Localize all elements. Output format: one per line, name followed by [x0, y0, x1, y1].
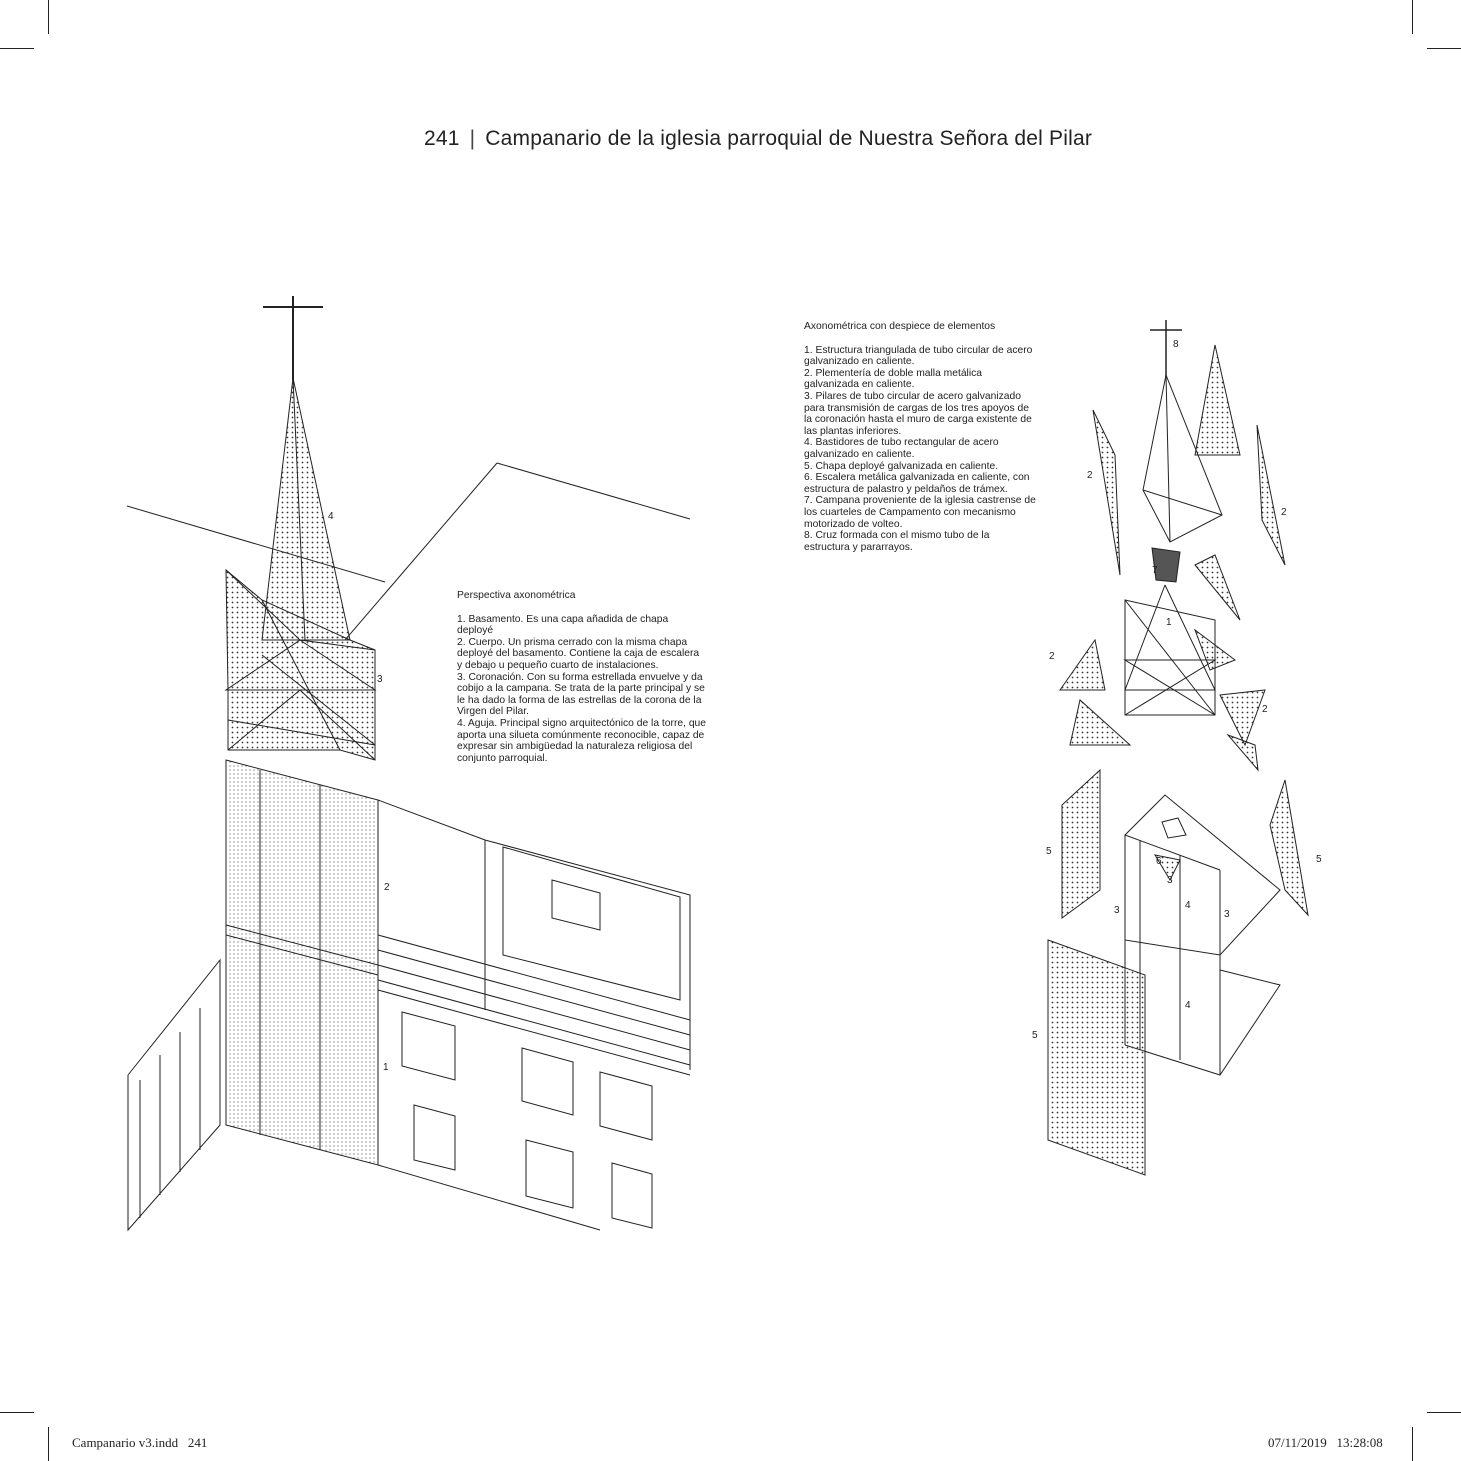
label-right-2: 2: [1049, 651, 1055, 662]
crop-mark: [1412, 1427, 1413, 1461]
page-header: 241 | Campanario de la iglesia parroquial …: [424, 127, 1092, 151]
legend-perspective: Perspectiva axonométrica 1. Basamento. E…: [457, 590, 707, 764]
crop-mark: [1412, 0, 1413, 34]
page-title: Campanario de la iglesia parroquial de N…: [485, 127, 1093, 150]
legend-item: 4. Bastidores de tubo rectangular de ace…: [804, 437, 999, 460]
label-right-3: 3: [1167, 875, 1173, 886]
legend-item: 6. Escalera metálica galvanizada en cali…: [804, 472, 1030, 495]
label-right-3: 3: [1224, 909, 1230, 920]
legend-item: 7. Campana proveniente de la iglesia cas…: [804, 495, 1036, 530]
label-right-4: 4: [1185, 1000, 1191, 1011]
label-right-4: 4: [1185, 900, 1191, 911]
legend-exploded: Axonométrica con despiece de elementos 1…: [804, 321, 1036, 553]
legend-item: 4. Aguja. Principal signo arquitectónico…: [457, 717, 706, 764]
legend-item: 2. Cuerpo. Un prisma cerrado con la mism…: [457, 636, 700, 671]
crop-mark: [1427, 48, 1461, 49]
label-right-7: 7: [1152, 565, 1158, 576]
legend-item: 3. Coronación. Con su forma estrellada e…: [457, 671, 705, 718]
legend-item: 1. Basamento. Es una capa añadida de cha…: [457, 613, 669, 637]
file-info: Campanario v3.indd 241: [72, 1435, 208, 1450]
label-right-2: 2: [1262, 704, 1268, 715]
legend-heading: Perspectiva axonométrica: [457, 590, 576, 601]
label-left-3: 3: [377, 674, 383, 685]
label-right-6: 6: [1156, 856, 1162, 867]
label-left-1: 1: [383, 1062, 389, 1073]
label-right-5: 5: [1046, 846, 1052, 857]
crop-mark: [48, 0, 49, 34]
timestamp: 07/11/2019 13:28:08: [1268, 1435, 1383, 1450]
label-left-2: 2: [384, 882, 390, 893]
crop-mark: [0, 1412, 34, 1413]
label-right-5: 5: [1316, 854, 1322, 865]
label-right-5: 5: [1032, 1030, 1038, 1041]
label-right-2: 2: [1281, 507, 1287, 518]
legend-item: 2. Plementería de doble malla metálica g…: [804, 367, 983, 391]
legend-heading: Axonométrica con despiece de elementos: [804, 321, 996, 332]
legend-item: 8. Cruz formada con el mismo tubo de la …: [804, 530, 990, 553]
legend-item: 5. Chapa deployé galvanizada en caliente…: [804, 460, 999, 472]
label-right-1: 1: [1166, 617, 1172, 628]
crop-mark: [48, 1427, 49, 1461]
crop-mark: [0, 48, 34, 49]
legend-item: 1. Estructura triangulada de tubo circul…: [804, 344, 1033, 368]
crop-mark: [1427, 1412, 1461, 1413]
label-left-4: 4: [328, 511, 334, 522]
header-separator: |: [469, 127, 476, 150]
exploded-axonometric-drawing: [1047, 320, 1309, 1176]
label-right-2: 2: [1087, 470, 1093, 481]
label-right-8: 8: [1173, 339, 1179, 350]
label-right-3: 3: [1114, 905, 1120, 916]
page-number: 241: [424, 127, 460, 150]
perspective-tower-drawing: [126, 296, 691, 1232]
legend-item: 3. Pilares de tubo circular de acero gal…: [804, 390, 1032, 437]
